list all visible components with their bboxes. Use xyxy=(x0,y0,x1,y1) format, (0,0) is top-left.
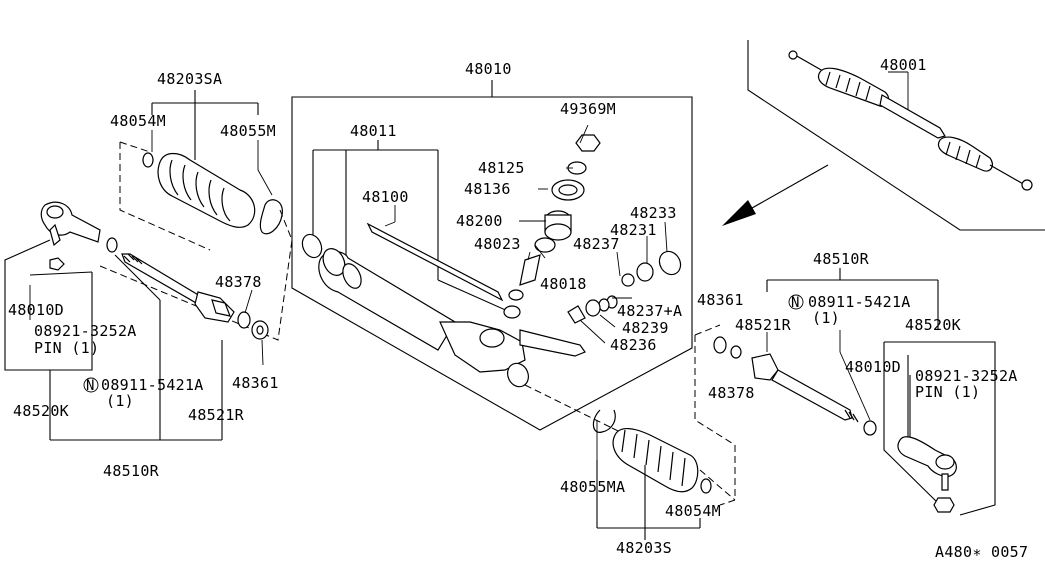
label-48200: 48200 xyxy=(456,212,503,230)
label-48520K-left: 48520K xyxy=(13,402,69,420)
label-48055M: 48055M xyxy=(220,122,276,140)
label-08921-left: 08921-3252A xyxy=(34,322,137,340)
label-48521R-left: 48521R xyxy=(188,406,245,424)
main-assembly-frame xyxy=(291,80,693,431)
label-48125: 48125 xyxy=(478,159,525,177)
label-48233: 48233 xyxy=(630,204,677,222)
label-48521R-right: 48521R xyxy=(735,316,792,334)
label-48237: 48237 xyxy=(573,235,620,253)
rack-48100 xyxy=(366,205,504,302)
direction-arrow xyxy=(722,164,829,226)
label-49369M: 49369M xyxy=(560,100,616,118)
label-48136: 48136 xyxy=(464,180,511,198)
label-48237A: 48237+A xyxy=(617,302,682,320)
label-48378-right: 48378 xyxy=(708,384,755,402)
n-mark-left: N xyxy=(83,377,99,394)
label-48010D-left: 48010D xyxy=(8,301,64,319)
reference-code: A480∗ 0057 xyxy=(935,543,1028,561)
n-mark-right-text: N xyxy=(791,295,800,311)
label-48018: 48018 xyxy=(540,275,587,293)
label-48054M-left: 48054M xyxy=(110,112,166,130)
label-48236: 48236 xyxy=(610,336,657,354)
left-tie-rod-group xyxy=(4,201,269,441)
label-48203SA: 48203SA xyxy=(157,70,222,88)
label-pin-right: PIN (1) xyxy=(915,383,980,401)
pinion-stack xyxy=(503,124,601,319)
label-08911-left: 08911-5421A xyxy=(101,376,204,394)
bottom-boot-group xyxy=(524,384,736,540)
label-08921-right: 08921-3252A xyxy=(915,367,1018,385)
label-48510R-right: 48510R xyxy=(813,250,870,268)
adjuster-parts xyxy=(567,221,682,344)
label-48378-left: 48378 xyxy=(215,273,262,291)
label-48023: 48023 xyxy=(474,235,521,253)
label-48001: 48001 xyxy=(880,56,927,74)
label-48203S: 48203S xyxy=(616,539,672,557)
right-tie-rod-group xyxy=(694,268,996,516)
label-48055MA: 48055MA xyxy=(560,478,625,496)
label-48361-left: 48361 xyxy=(232,374,279,392)
label-48239: 48239 xyxy=(622,319,669,337)
label-48010: 48010 xyxy=(465,60,512,78)
label-pin-left: PIN (1) xyxy=(34,339,99,357)
label-48100: 48100 xyxy=(362,188,409,206)
label-qty-right: (1) xyxy=(812,309,840,327)
n-mark-left-text: N xyxy=(86,378,95,394)
label-48361-right: 48361 xyxy=(697,291,744,309)
label-48011: 48011 xyxy=(350,122,397,140)
label-08911-right: 08911-5421A xyxy=(808,293,911,311)
label-48010D-right: 48010D xyxy=(845,358,901,376)
gear-housing xyxy=(301,233,586,388)
label-48054M-right: 48054M xyxy=(665,502,721,520)
label-48520K-right: 48520K xyxy=(905,316,961,334)
assembly-inset-48001 xyxy=(747,40,1045,231)
label-qty-left: (1) xyxy=(106,392,134,410)
label-48231: 48231 xyxy=(610,221,657,239)
callout-48011 xyxy=(312,140,511,313)
left-boot-group xyxy=(99,90,293,341)
n-mark-right: N xyxy=(788,294,804,311)
label-48510R-left: 48510R xyxy=(103,462,160,480)
